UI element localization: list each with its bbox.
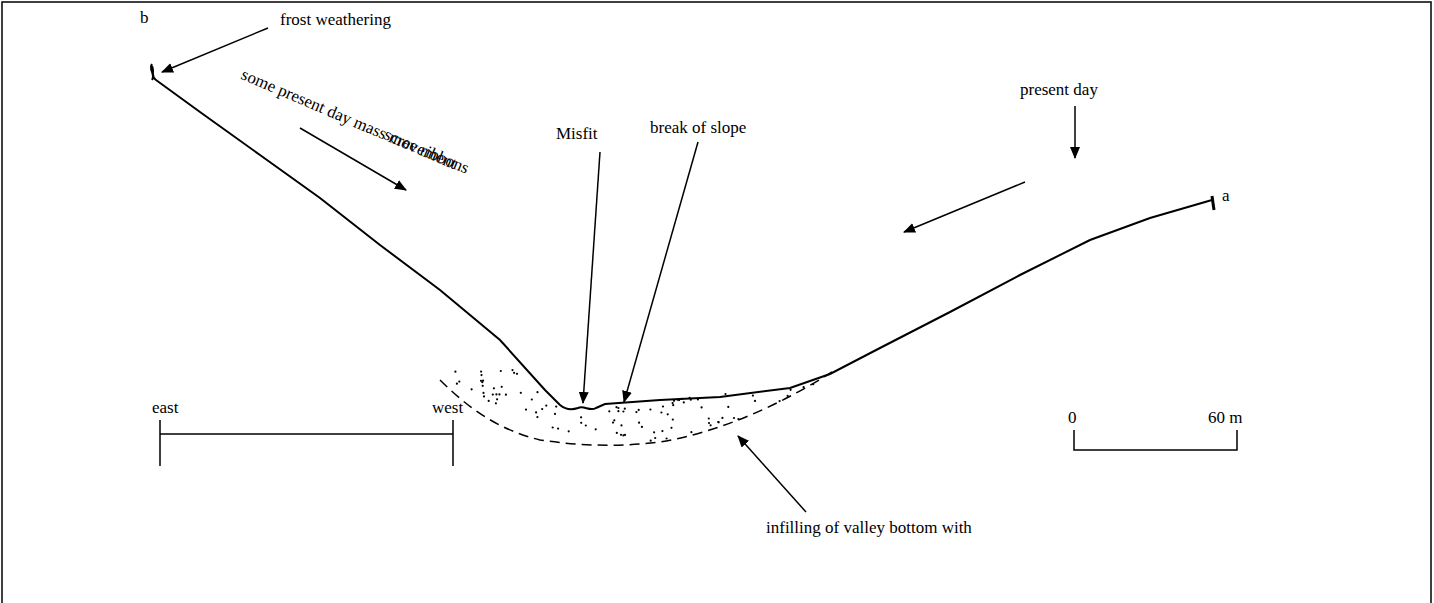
leader-arrow (624, 142, 698, 402)
frost-crag (151, 64, 153, 80)
point-label: b (140, 8, 149, 28)
valley-profile (152, 66, 1212, 409)
scale-number: 0 (1068, 408, 1077, 428)
leader-arrow (162, 28, 268, 72)
orientation-bar (160, 420, 453, 466)
feature-label: break of slope (650, 118, 746, 138)
leader-arrow (738, 436, 806, 512)
direction-label: east (152, 398, 178, 418)
movement-arrow (904, 182, 1025, 232)
feature-label: infilling of valley bottom with (766, 518, 972, 538)
process-label: present day (1020, 80, 1098, 100)
feature-label: Misfit (556, 124, 598, 144)
leader-arrow (1074, 106, 1076, 158)
leader-arrow (583, 152, 600, 403)
infill-boundary (440, 372, 832, 445)
point-label: a (1222, 186, 1230, 206)
scale-bar (1074, 430, 1237, 450)
infill-stipple (454, 369, 814, 442)
scale-number: 60 m (1208, 408, 1242, 428)
process-label: frost weathering (280, 10, 391, 30)
feature-label: scree ribbons (381, 125, 472, 179)
crag-a (1212, 196, 1214, 210)
direction-label: west (432, 398, 463, 418)
